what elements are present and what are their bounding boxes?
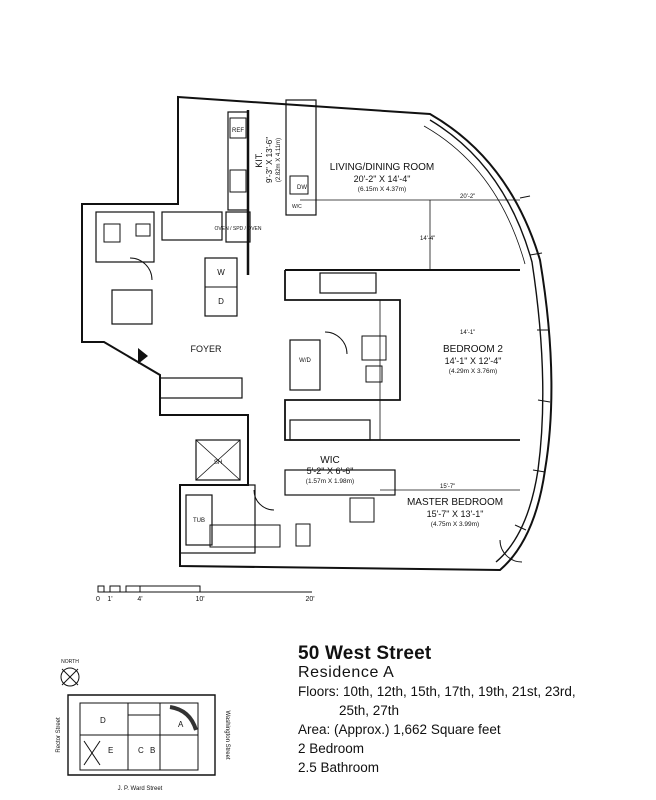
floors-line-2: 25th, 27th xyxy=(339,703,400,718)
master-bedroom-metric: (4.75m X 3.99m) xyxy=(431,521,479,528)
dim-callout-1: 20'-2" xyxy=(460,194,475,200)
property-info: 50 West Street Residence A Floors: 10th,… xyxy=(298,644,638,777)
kitchen-metric: (2.82m X 4.11m) xyxy=(276,138,282,182)
living-room-metric: (6.15m X 4.37m) xyxy=(358,186,406,193)
unit-e: E xyxy=(108,746,113,755)
wic-metric: (1.57m X 1.98m) xyxy=(306,478,354,485)
dryer-label: D xyxy=(218,297,224,306)
scale-tick-1: 1' xyxy=(107,596,112,603)
window-mullions xyxy=(514,195,551,531)
foyer-name: FOYER xyxy=(190,344,222,354)
area-line: Area: (Approx.) 1,662 Square feet xyxy=(298,722,501,737)
scale-bar: 0 1' 4' 10' 20' xyxy=(96,585,315,603)
bedroom2-dims: 14'-1" X 12'-4" xyxy=(445,356,502,366)
floors-line-1: Floors: 10th, 12th, 15th, 17th, 19th, 21… xyxy=(298,684,576,699)
street-left: Rector Street xyxy=(56,717,62,753)
unit-c: C xyxy=(138,746,144,755)
key-plan: NORTH D E A C B Rector Street Washington… xyxy=(56,659,230,792)
kitchen-name: KIT. xyxy=(254,152,264,168)
curtain-wall xyxy=(429,119,544,563)
bedrooms-line: 2 Bedroom xyxy=(298,741,365,756)
bedroom2-name: BEDROOM 2 xyxy=(443,344,503,355)
unit-a: A xyxy=(178,720,184,729)
street-right: Washington Street xyxy=(224,710,230,759)
dim-callout-4: 15'-7" xyxy=(440,484,455,490)
washer-label: W xyxy=(217,268,225,277)
scale-tick-0: 0 xyxy=(96,596,100,603)
dim-callout-3: 14'-1" xyxy=(460,330,475,336)
residence-label: Residence A xyxy=(298,664,395,681)
dim-callout-2: 14'-4" xyxy=(420,236,435,242)
wic-dims: 5'-2" X 6'-6" xyxy=(307,466,354,476)
tub-label: TUB xyxy=(193,518,205,524)
bathrooms-line: 2.5 Bathroom xyxy=(298,760,380,775)
floor-plan: LIVING/DINING ROOM 20'-2" X 14'-4" (6.15… xyxy=(81,95,553,603)
scale-tick-4: 4' xyxy=(137,596,142,603)
wc-label: W/C xyxy=(292,204,302,210)
unit-b: B xyxy=(150,746,155,755)
oven-label: OVEN / SPD / OVEN xyxy=(215,226,262,232)
living-room-name: LIVING/DINING ROOM xyxy=(330,162,434,173)
master-bedroom-dims: 15'-7" X 13'-1" xyxy=(427,509,484,519)
north-label: NORTH xyxy=(61,659,79,665)
wd-label: W/D xyxy=(299,358,311,364)
scale-tick-20: 20' xyxy=(305,596,314,603)
master-bedroom-name: MASTER BEDROOM xyxy=(407,497,503,508)
ref-label: REF xyxy=(232,128,244,134)
north-arrow-icon xyxy=(60,667,80,687)
unit-d: D xyxy=(100,716,106,725)
kitchen-dims: 9'-3" X 13'-6" xyxy=(265,137,274,183)
bedroom2-metric: (4.29m X 3.76m) xyxy=(449,368,497,375)
living-room-dims: 20'-2" X 14'-4" xyxy=(354,174,411,184)
dw-label: DW xyxy=(297,185,307,191)
building-title: 50 West Street xyxy=(298,643,432,664)
sh-label: SH xyxy=(214,460,222,466)
wic-name: WIC xyxy=(320,455,339,466)
entry-arrow-icon xyxy=(138,348,148,364)
street-bottom: J. P. Ward Street xyxy=(118,786,163,792)
scale-tick-10: 10' xyxy=(195,596,204,603)
